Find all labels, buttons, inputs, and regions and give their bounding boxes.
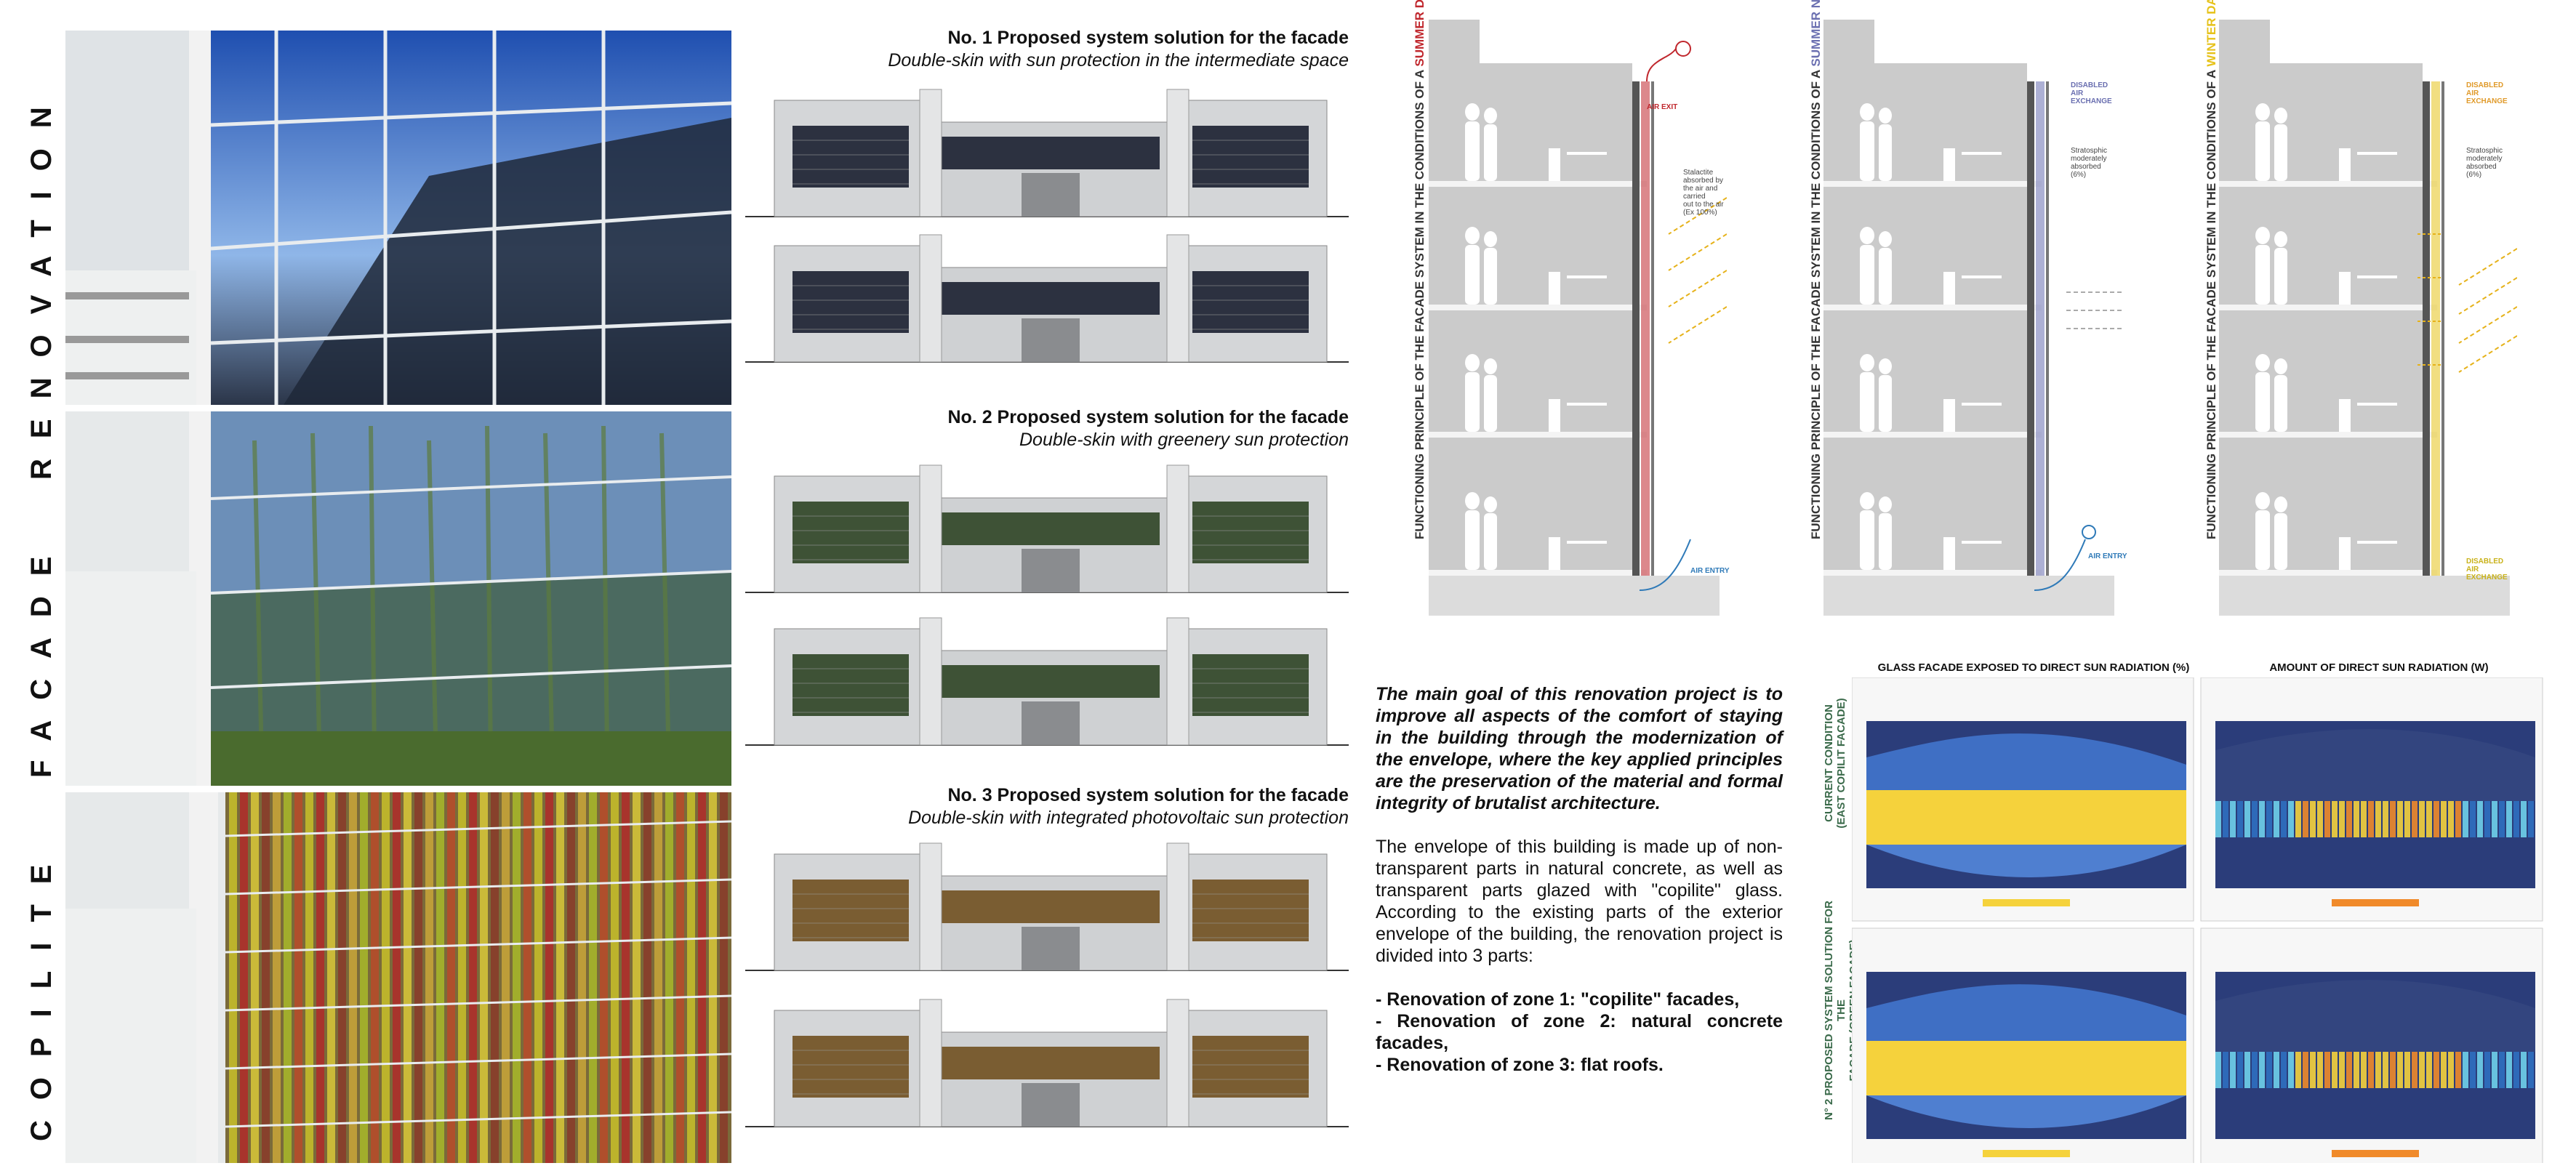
section-1-label: FUNCTIONING PRINCIPLE OF THE FACADE SYST… (1413, 0, 1427, 539)
section-1-mid-note: Stalactite absorbed by the air and carri… (1683, 169, 1724, 217)
solution-2-elevations (745, 464, 1349, 746)
solution-2: No. 2 Proposed system solution for the f… (745, 407, 1349, 756)
section-3-mid-note: Stratosphic moderately absorbed (6%) (2466, 147, 2503, 179)
list-item: - Renovation of zone 3: flat roofs. (1376, 1055, 1664, 1075)
solution-1-title: No. 1 Proposed system solution for the f… (947, 28, 1349, 48)
section-2-bottom-note: AIR ENTRY (2088, 552, 2127, 560)
list-item: - Renovation of zone 1: "copilite" facad… (1376, 989, 1740, 1010)
section-2-mid-note: Stratosphic moderately absorbed (6%) (2071, 147, 2108, 179)
solution-3-elevations (745, 842, 1349, 1127)
solution-1-subtitle: Double-skin with sun protection in the i… (888, 50, 1349, 71)
solution-3-subtitle: Double-skin with integrated photovoltaic… (908, 808, 1349, 828)
solution-2-subtitle: Double-skin with greenery sun protection (1019, 430, 1349, 450)
solution-2-title: No. 2 Proposed system solution for the f… (947, 407, 1349, 427)
intro-paragraph: The main goal of this renovation project… (1376, 684, 1783, 813)
heatmap-col-header-1: GLASS FACADE EXPOSED TO DIRECT SUN RADIA… (1877, 661, 2190, 674)
section-summer-night: FUNCTIONING PRINCIPLE OF THE FACADE SYST… (1780, 0, 2127, 616)
heatmap-row-label-1: CURRENT CONDITION (EAST COPILIT FACADE) (1823, 698, 1847, 829)
section-2-label: FUNCTIONING PRINCIPLE OF THE FACADE SYST… (1809, 0, 1823, 539)
vertical-title-word-2: FACADE (25, 536, 57, 778)
solution-1-elevations (745, 89, 1349, 363)
list-item: - Renovation of zone 2: natural concrete… (1376, 1011, 1783, 1053)
solution-3-title: No. 3 Proposed system solution for the f… (947, 785, 1349, 805)
section-summer-day: FUNCTIONING PRINCIPLE OF THE FACADE SYST… (1385, 0, 1730, 616)
section-3-top-note: DISABLED AIR EXCHANGE (2466, 81, 2508, 105)
vertical-title-word-1: COPILITE (25, 844, 57, 1141)
solution-1: No. 1 Proposed system solution for the f… (745, 28, 1349, 377)
section-2-top-note: DISABLED AIR EXCHANGE (2071, 81, 2112, 105)
render-glass-facade (65, 31, 731, 405)
section-1-top-note: AIR EXIT (1647, 103, 1678, 111)
section-1-bottom-note: AIR ENTRY (1690, 567, 1730, 575)
section-3-bottom-note: DISABLED AIR EXCHANGE (2466, 558, 2508, 582)
vertical-title-word-3: RENOVATION (25, 86, 57, 480)
heatmap-grid: GLASS FACADE EXPOSED TO DIRECT SUN RADIA… (1808, 661, 2546, 1163)
heatmap-panels (1852, 677, 2543, 1163)
description-text: The main goal of this renovation project… (1376, 683, 1783, 1076)
render-pv-facade (65, 792, 731, 1163)
body-paragraph: The envelope of this building is made up… (1376, 837, 1783, 966)
vertical-title: COPILITE FACADE RENOVATION (18, 29, 62, 1163)
solution-3: No. 3 Proposed system solution for the f… (745, 785, 1349, 1134)
section-3-label: FUNCTIONING PRINCIPLE OF THE FACADE SYST… (2204, 0, 2218, 539)
section-winter-day: FUNCTIONING PRINCIPLE OF THE FACADE SYST… (2175, 0, 2518, 616)
render-green-facade (65, 411, 731, 786)
heatmap-col-header-2: AMOUNT OF DIRECT SUN RADIATION (W) (2269, 661, 2489, 674)
